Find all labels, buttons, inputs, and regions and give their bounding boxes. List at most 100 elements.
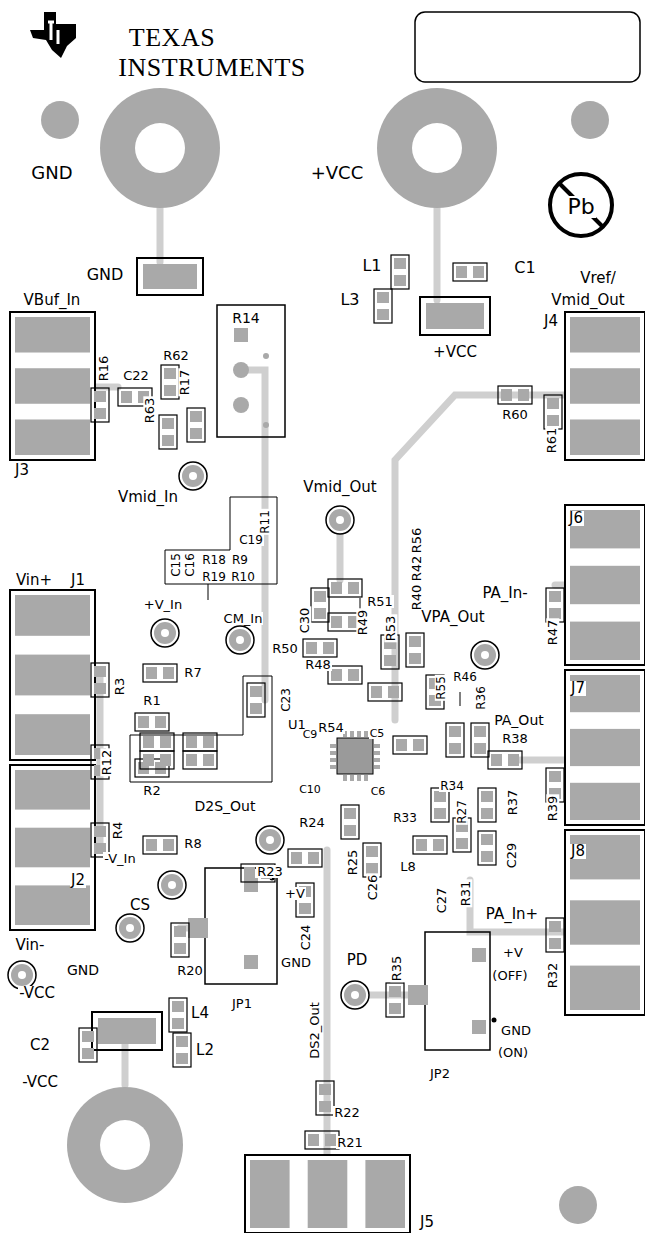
test-point-ring bbox=[226, 626, 254, 654]
silkscreen-label: D2S_Out bbox=[194, 799, 257, 813]
connector-band bbox=[570, 900, 640, 944]
silkscreen-label: J1 bbox=[70, 573, 86, 588]
pad bbox=[501, 389, 512, 401]
pad bbox=[323, 642, 334, 654]
pad bbox=[233, 362, 249, 378]
silkscreen-label: +V_In bbox=[143, 598, 183, 611]
silkscreen-label: Pb bbox=[566, 196, 595, 218]
pad bbox=[203, 736, 214, 748]
silkscreen-label: Vin- bbox=[14, 938, 45, 953]
silkscreen-label: C30 bbox=[299, 606, 312, 634]
connector-outline bbox=[245, 1155, 410, 1233]
connector-band bbox=[15, 714, 90, 755]
trace bbox=[395, 395, 565, 720]
label-box bbox=[415, 12, 640, 82]
test-point-hole bbox=[18, 971, 26, 979]
pad bbox=[250, 703, 262, 714]
ic-pin bbox=[350, 775, 354, 781]
silkscreen-label: R56 bbox=[410, 526, 423, 554]
footprint-outline bbox=[140, 751, 174, 769]
footprint-outline bbox=[453, 263, 487, 281]
ti-logo-shape bbox=[30, 12, 76, 58]
silkscreen-label: R17 bbox=[178, 368, 191, 396]
pad bbox=[94, 826, 106, 837]
silkscreen-label: Vmid_Out bbox=[550, 293, 625, 308]
footprint-outline bbox=[135, 713, 169, 731]
pad bbox=[325, 1134, 336, 1146]
connector-band bbox=[15, 368, 90, 404]
connector-band bbox=[570, 317, 640, 353]
outline-boxes bbox=[130, 497, 460, 782]
pad bbox=[250, 686, 262, 697]
connector-outline bbox=[565, 312, 645, 460]
terminal-hole bbox=[412, 123, 462, 173]
silkscreen-label: R27 bbox=[456, 799, 468, 825]
silkscreen-label: R37 bbox=[506, 788, 519, 816]
footprint-outline bbox=[173, 1033, 191, 1067]
silkscreen-label: J2 bbox=[70, 873, 86, 888]
pad bbox=[160, 736, 171, 748]
connector-band bbox=[250, 1160, 290, 1228]
footprint-outline bbox=[478, 831, 496, 865]
pad bbox=[366, 863, 378, 874]
trace bbox=[157, 205, 164, 262]
silkscreen-label: GND bbox=[280, 956, 312, 969]
silkscreen-label: R33 bbox=[392, 812, 418, 824]
footprint-outline bbox=[413, 836, 447, 854]
footprint-outline bbox=[341, 805, 359, 839]
terminal bbox=[377, 88, 497, 208]
ic-pin bbox=[350, 731, 354, 737]
pad bbox=[481, 791, 493, 802]
connector-band bbox=[15, 655, 90, 696]
footprint-outline bbox=[288, 849, 322, 867]
silkscreen-label: GND bbox=[86, 267, 125, 283]
pad bbox=[163, 839, 174, 851]
pad bbox=[472, 948, 486, 962]
footprint-outline bbox=[161, 365, 179, 399]
pad bbox=[244, 955, 258, 969]
pad bbox=[481, 834, 493, 845]
silkscreen-label: R49 bbox=[356, 608, 369, 636]
silkscreen-label: R39 bbox=[546, 794, 559, 822]
footprint-outline bbox=[546, 588, 564, 622]
footprint-outline bbox=[488, 751, 522, 769]
footprint-outline bbox=[374, 289, 392, 323]
silkscreen-label: JP2 bbox=[429, 1067, 451, 1080]
pad bbox=[449, 726, 461, 737]
pad bbox=[456, 838, 468, 849]
silkscreen-label: +V bbox=[502, 946, 524, 959]
silkscreen-label: R32 bbox=[546, 961, 559, 989]
pad bbox=[94, 408, 106, 419]
test-point-ring bbox=[341, 981, 369, 1009]
ic-pin bbox=[357, 775, 361, 781]
pad bbox=[547, 415, 559, 426]
footprint-outline bbox=[171, 923, 189, 957]
silkscreen-label: VBuf_In bbox=[23, 293, 82, 308]
test-point bbox=[474, 644, 496, 666]
test-point-ring bbox=[179, 462, 207, 490]
pad bbox=[389, 986, 401, 997]
silkscreen-label: R9 bbox=[231, 554, 249, 566]
silkscreen-label: PA_Out bbox=[493, 713, 545, 727]
pad bbox=[138, 716, 149, 728]
ti-logo-mark bbox=[48, 22, 58, 44]
pad bbox=[389, 1003, 401, 1014]
trace bbox=[520, 757, 565, 764]
silkscreen-label: R1 bbox=[142, 694, 161, 707]
silkscreen-label: +VCC bbox=[432, 345, 478, 360]
pad bbox=[474, 743, 486, 754]
silkscreen-label: R14 bbox=[231, 311, 261, 325]
connector-outline bbox=[10, 765, 95, 930]
silkscreen-label: R36 bbox=[475, 685, 487, 711]
pad bbox=[244, 878, 258, 892]
pad bbox=[549, 771, 561, 782]
footprint-outline bbox=[169, 998, 187, 1032]
silkscreen-label: PA_In+ bbox=[485, 907, 539, 922]
footprint-outline bbox=[143, 836, 177, 854]
mounting-holes bbox=[41, 101, 609, 1224]
connector-band bbox=[570, 729, 640, 766]
silkscreen-label: DS2_Out bbox=[307, 1001, 320, 1060]
silkscreen-label: R4 bbox=[112, 820, 125, 839]
r14-outline bbox=[217, 305, 285, 437]
ti-logo bbox=[30, 12, 76, 58]
